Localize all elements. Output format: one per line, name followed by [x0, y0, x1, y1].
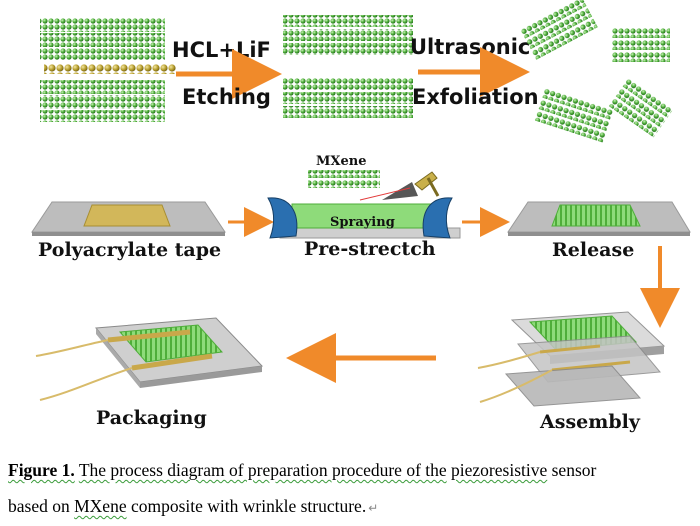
assembly-label: Assembly	[539, 411, 641, 433]
paragraph-mark: ↵	[368, 501, 379, 515]
etching-reagent-label: HCL+LiF	[172, 38, 271, 62]
caption-text-3: based on	[8, 496, 70, 516]
spraying-label: Spraying	[330, 215, 395, 230]
caption-text-2: sensor	[551, 460, 597, 480]
exfoliation-label: Exfoliation	[412, 85, 539, 109]
polyacrylate-label: Polyacrylate tape	[38, 239, 221, 261]
release-label: Release	[552, 239, 634, 261]
etched-mxene-stack	[283, 15, 413, 118]
prestretch-label: Pre-strectch	[304, 238, 436, 260]
caption-figure-number: Figure 1.	[8, 460, 75, 480]
caption-line-1: Figure 1. The process diagram of prepara…	[8, 452, 692, 488]
prestretch-stage	[267, 197, 461, 239]
caption-line-2: based on MXene composite with wrinkle st…	[8, 488, 692, 526]
max-phase-stack	[40, 18, 176, 122]
process-diagram: HCL+LiF Etching Ultrasonic Exfoliation	[31, 0, 691, 433]
spray-gun-icon	[359, 171, 440, 201]
polyacrylate-tape	[31, 201, 226, 236]
exfoliated-flakes	[520, 0, 674, 143]
caption-text-1: The process diagram of preparation proce…	[78, 460, 447, 480]
caption-word-piezoresistive: piezoresistive	[451, 460, 548, 480]
exfoliation-method-label: Ultrasonic	[410, 35, 530, 59]
released-film	[507, 201, 691, 236]
figure-caption: Figure 1. The process diagram of prepara…	[8, 452, 692, 526]
caption-text-4: composite with wrinkle structure.	[130, 496, 367, 516]
assembly-stack	[477, 311, 666, 407]
packaging-label: Packaging	[96, 407, 207, 429]
caption-word-mxene: MXene	[74, 496, 127, 516]
mxene-label: MXene	[316, 154, 366, 169]
mxene-flake	[308, 170, 380, 188]
packaged-sensor	[35, 317, 264, 401]
etching-label: Etching	[182, 85, 271, 109]
